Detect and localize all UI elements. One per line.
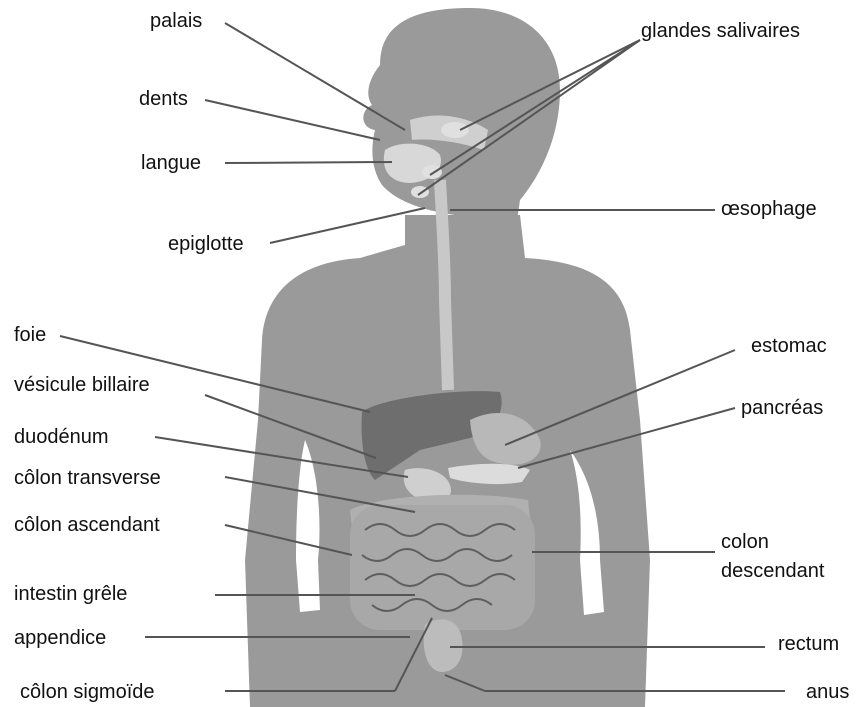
label-duodenum: duodénum [14, 426, 109, 448]
label-langue: langue [141, 152, 201, 174]
label-oesophage: œsophage [721, 198, 817, 220]
label-anus: anus [806, 681, 849, 703]
salivary-gland-1 [441, 122, 469, 138]
label-colon-descendant-line2: descendant [721, 560, 824, 582]
label-foie: foie [14, 324, 46, 346]
label-appendice: appendice [14, 627, 106, 649]
label-pancreas: pancréas [741, 397, 823, 419]
label-colon-ascendant: côlon ascendant [14, 514, 160, 536]
salivary-gland-2 [422, 165, 442, 179]
label-rectum: rectum [778, 633, 839, 655]
intestines [350, 505, 535, 630]
rectum-shape [424, 620, 463, 672]
label-glandes-salivaires: glandes salivaires [641, 20, 800, 42]
esophagus-shape [440, 180, 448, 390]
label-colon-sigmoide: côlon sigmoïde [20, 681, 155, 703]
label-intestin-grele: intestin grêle [14, 583, 127, 605]
label-estomac: estomac [751, 335, 827, 357]
salivary-gland-3 [411, 186, 429, 198]
label-epiglotte: epiglotte [168, 233, 244, 255]
label-dents: dents [139, 88, 188, 110]
label-colon-descendant-line1: colon [721, 531, 769, 553]
label-colon-transverse: côlon transverse [14, 467, 161, 489]
label-palais: palais [150, 10, 202, 32]
label-vesicule: vésicule billaire [14, 374, 150, 396]
